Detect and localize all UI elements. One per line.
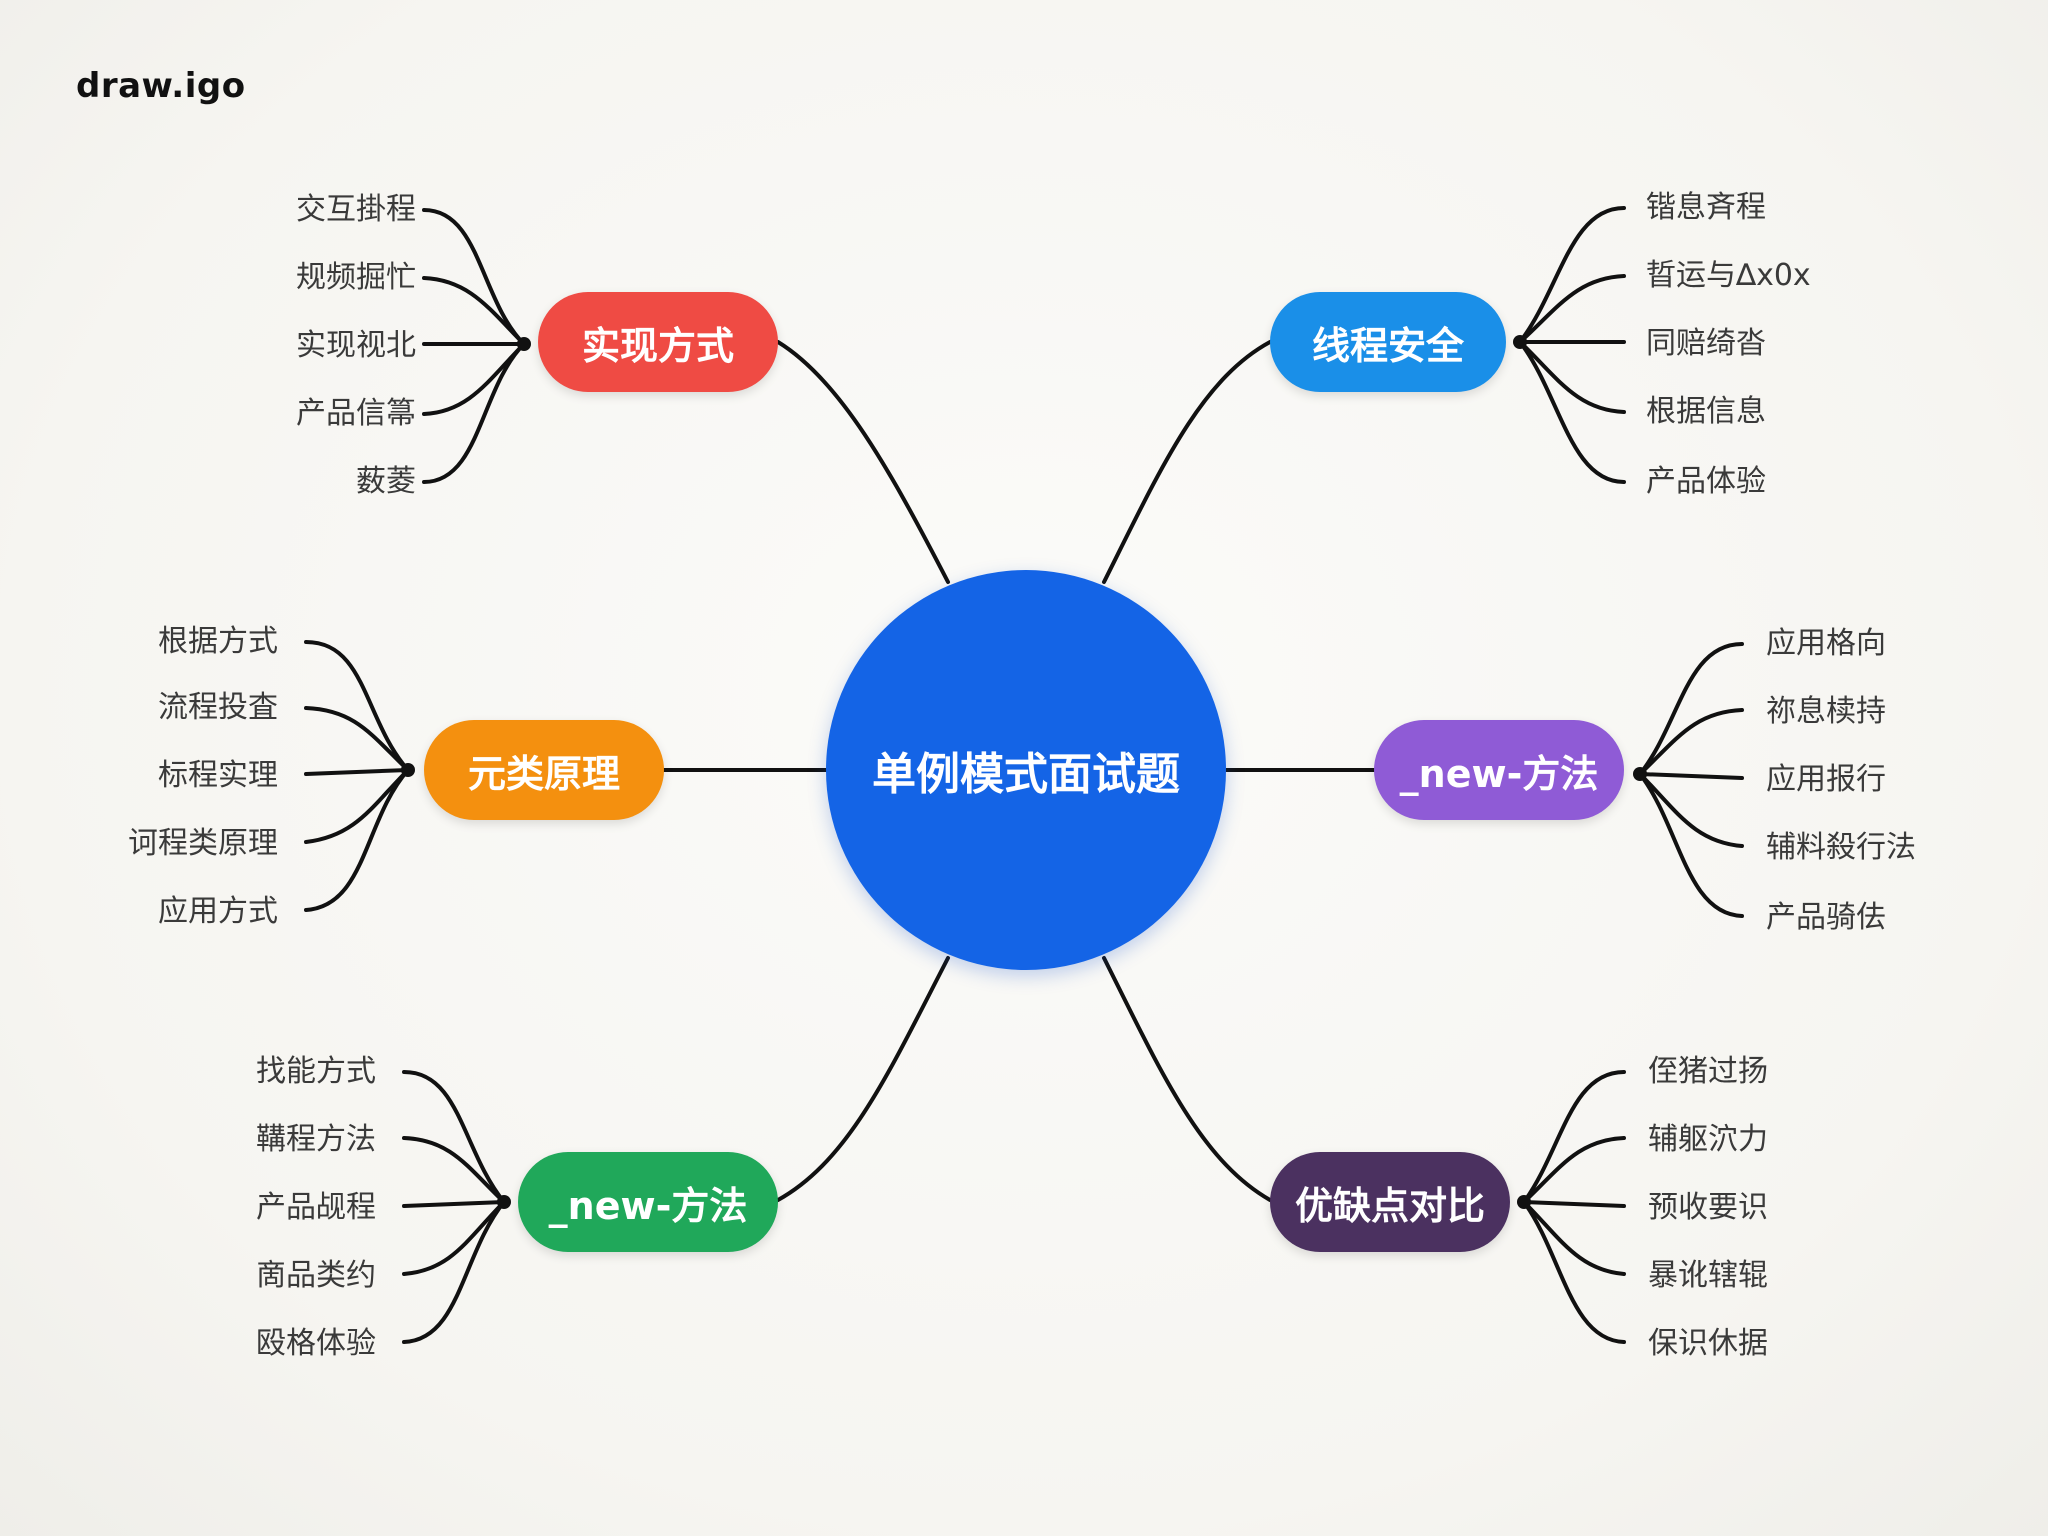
leaf-top-left-5[interactable]: 薮菱	[356, 464, 416, 499]
link-br-leaf-2	[1522, 1136, 1626, 1204]
leaf-bottom-right-2[interactable]: 辅躯泬力	[1648, 1122, 1768, 1157]
branch-label: _new-方法	[548, 1183, 748, 1228]
link-tr-leaf-2	[1518, 274, 1626, 344]
leaf-mid-left-1[interactable]: 根据方式	[158, 624, 278, 659]
link-tr-leaf-4	[1518, 340, 1626, 414]
link-mr-leaf-5	[1638, 772, 1744, 918]
link-mr-leaf-4	[1638, 772, 1744, 848]
branch-label: 元类原理	[467, 751, 620, 796]
branch-node-bottom-left[interactable]: _new-方法	[518, 1152, 778, 1252]
link-tl-leaf-1	[422, 208, 526, 346]
junction-dot-mid-right	[1633, 767, 1647, 781]
link-mr-leaf-1	[1638, 642, 1744, 776]
link-br-leaf-3	[1522, 1200, 1626, 1208]
central-topic-node[interactable]: 单例模式面试题	[826, 570, 1226, 970]
leaf-top-right-4[interactable]: 根据信息	[1646, 394, 1766, 429]
branch-node-top-left[interactable]: 实现方式	[538, 292, 778, 392]
leaf-mid-left-2[interactable]: 流程投査	[158, 690, 278, 725]
link-tr-leaf-5	[1518, 340, 1626, 484]
leaf-top-right-2[interactable]: 晢运与∆x0x	[1646, 258, 1811, 293]
leaf-top-right-5[interactable]: 产品体验	[1646, 464, 1766, 499]
link-tl-leaf-4	[422, 342, 526, 416]
junction-dot-bottom-right	[1517, 1195, 1531, 1209]
leaf-bottom-left-2[interactable]: 鞲程方法	[256, 1122, 376, 1157]
leaf-bottom-left-1[interactable]: 找能方式	[256, 1054, 376, 1089]
leaf-top-left-4[interactable]: 产品信箒	[296, 396, 416, 431]
brand-logo-text: draw.igo	[76, 66, 246, 106]
central-topic-label: 单例模式面试题	[872, 749, 1180, 800]
branch-node-top-right[interactable]: 线程安全	[1270, 292, 1506, 392]
leaf-bottom-right-5[interactable]: 保识休据	[1648, 1326, 1768, 1361]
link-center-top-left	[776, 340, 950, 584]
link-tr-leaf-1	[1518, 206, 1626, 344]
link-ml-leaf-2	[304, 706, 410, 772]
leaf-top-right-1[interactable]: 锴息斉程	[1646, 190, 1766, 225]
leaf-mid-right-4[interactable]: 辅料殺行法	[1766, 830, 1916, 865]
branch-label: 优缺点对比	[1294, 1183, 1485, 1228]
link-bl-leaf-1	[402, 1070, 506, 1204]
leaf-top-left-2[interactable]: 规频掘忙	[296, 260, 416, 295]
link-ml-leaf-5	[304, 768, 410, 912]
branch-node-mid-right[interactable]: _new-方法	[1374, 720, 1624, 820]
link-tl-leaf-5	[422, 342, 526, 484]
link-ml-leaf-1	[304, 640, 410, 772]
link-ml-leaf-4	[304, 768, 410, 844]
link-bl-leaf-3	[402, 1200, 506, 1208]
link-ml-leaf-3	[304, 768, 410, 776]
link-tl-leaf-2	[422, 276, 526, 346]
leaf-top-left-1[interactable]: 交互掛程	[296, 192, 416, 227]
leaf-bottom-right-4[interactable]: 暴讹辖辊	[1648, 1258, 1768, 1293]
link-br-leaf-1	[1522, 1070, 1626, 1204]
link-br-leaf-5	[1522, 1200, 1626, 1344]
leaf-bottom-left-5[interactable]: 殴格体验	[256, 1326, 376, 1361]
branch-node-bottom-right[interactable]: 优缺点对比	[1270, 1152, 1510, 1252]
junction-dot-bottom-left	[497, 1195, 511, 1209]
junction-dot-top-right	[1513, 335, 1527, 349]
link-br-leaf-4	[1522, 1200, 1626, 1276]
leaf-mid-right-3[interactable]: 应用报行	[1766, 762, 1886, 797]
leaf-bottom-right-1[interactable]: 侄猪过扬	[1648, 1054, 1768, 1089]
leaf-mid-left-4[interactable]: 诃程类原理	[128, 826, 278, 861]
branch-label: 线程安全	[1311, 323, 1464, 368]
leaf-top-right-3[interactable]: 同赔绮沓	[1646, 326, 1766, 361]
link-bl-leaf-2	[402, 1136, 506, 1204]
leaf-mid-left-3[interactable]: 标程实理	[158, 758, 278, 793]
link-center-bottom-left	[776, 956, 950, 1202]
link-bl-leaf-5	[402, 1200, 506, 1344]
leaf-mid-right-2[interactable]: 祢息椟持	[1766, 694, 1886, 729]
link-mr-leaf-3	[1638, 772, 1744, 780]
leaf-mid-right-1[interactable]: 应用格向	[1766, 626, 1886, 661]
branch-label: _new-方法	[1399, 751, 1599, 796]
link-bl-leaf-4	[402, 1200, 506, 1276]
junction-dot-mid-left	[401, 763, 415, 777]
leaf-bottom-left-4[interactable]: 啇品类约	[256, 1258, 376, 1293]
link-center-top-right	[1102, 340, 1272, 584]
branch-node-mid-left[interactable]: 元类原理	[424, 720, 664, 820]
junction-dot-top-left	[517, 337, 531, 351]
leaf-bottom-right-3[interactable]: 预收要识	[1648, 1190, 1768, 1225]
leaf-mid-left-5[interactable]: 应用方式	[158, 894, 278, 929]
leaf-mid-right-5[interactable]: 产品骑佉	[1766, 900, 1886, 935]
link-center-bottom-right	[1102, 956, 1272, 1202]
leaf-top-left-3[interactable]: 实现视北	[296, 328, 416, 363]
link-mr-leaf-2	[1638, 708, 1744, 776]
branch-label: 实现方式	[581, 323, 734, 368]
leaf-bottom-left-3[interactable]: 产品觇程	[256, 1190, 376, 1225]
